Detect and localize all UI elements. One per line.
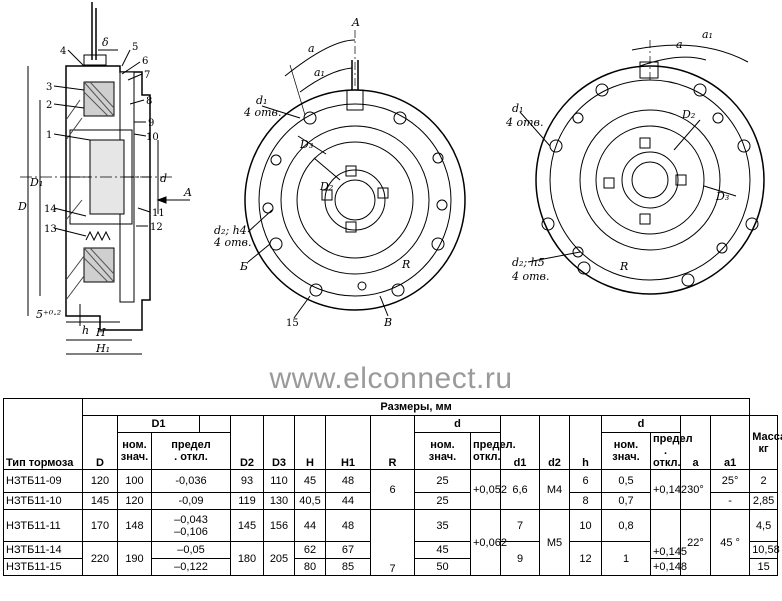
- view-a-B: Б: [239, 260, 248, 273]
- label-gap: 5⁺⁰·²: [36, 308, 61, 321]
- label-11: 11: [152, 208, 165, 219]
- label-12: 12: [150, 222, 163, 233]
- view-a-d1: d₁: [256, 94, 267, 107]
- view-b-d1-count: 4 отв.: [505, 116, 543, 129]
- header-d: d: [414, 415, 501, 433]
- label-D: D: [17, 200, 27, 213]
- view-a-d1-count: 4 отв.: [243, 106, 281, 119]
- view-b-D3: D₃: [715, 190, 729, 203]
- header-D3: D3: [263, 415, 295, 470]
- label-5: 5: [132, 42, 138, 53]
- header-type: Тип тормоза: [3, 398, 83, 470]
- view-b-d2-count: 4 отв.: [511, 270, 549, 283]
- label-3: 3: [46, 82, 52, 93]
- view-a: [244, 30, 466, 319]
- label-h: h: [82, 324, 89, 337]
- table-row: НЗТБ11-14 220 190 –0,05 180 205 62 67 45…: [3, 541, 780, 576]
- technical-drawing: 4 5 6 7 8 9 10 11 12 3 2 1 14 13 δ D D₁ …: [17, 2, 765, 355]
- label-8: 8: [146, 96, 152, 107]
- label-delta: δ: [102, 36, 109, 49]
- table-row: НЗТБ11-09 120 100 -0,036 93 110 45 48 6 …: [3, 469, 778, 510]
- view-b-D2: D₂: [681, 108, 695, 121]
- header-d1-nom: ном.знач.: [117, 432, 152, 470]
- header-d-nom: ном.знач.: [414, 432, 471, 470]
- section-labels: 4 5 6 7 8 9 10 11 12 3 2 1 14 13 δ D D₁ …: [17, 36, 192, 355]
- brake-dimensions-table: Тип тормоза Размеры, мм D D1 D2 D3 H H1 …: [3, 398, 782, 576]
- view-a-labels: A a a₁ d₁ 4 отв. D₃ D₂ d₂; h4 4 отв. Б R…: [213, 16, 410, 329]
- table-row: НЗТБ11-10 145 120 -0,09 119 130 40,5 44 …: [3, 492, 778, 510]
- header-dr-tol: предел. откл.: [650, 432, 693, 470]
- label-H1: H₁: [95, 342, 110, 355]
- header-dr-nom: ном.знач.: [601, 432, 651, 470]
- header-d-tol: предел.откл.: [470, 432, 516, 470]
- view-b-d2: d₂; h5: [512, 256, 545, 269]
- label-7: 7: [144, 70, 150, 81]
- view-a-a: a: [308, 42, 315, 55]
- label-D1: D₁: [29, 176, 43, 189]
- header-d-right: d: [601, 415, 681, 433]
- label-2: 2: [46, 100, 52, 111]
- header-h: h: [569, 415, 602, 470]
- view-a-V: В: [383, 316, 392, 329]
- header-a1: a1: [709, 415, 751, 470]
- header-d1-tol: предел. откл.: [151, 432, 231, 470]
- header-D2: D2: [230, 415, 264, 470]
- view-b: [519, 40, 765, 295]
- view-a-15: 15: [286, 318, 299, 329]
- header-D: D: [82, 415, 118, 470]
- label-10: 10: [146, 132, 159, 143]
- view-a-D3: D₃: [299, 138, 313, 151]
- header-sizes: Размеры, мм: [81, 398, 751, 416]
- header-H: H: [294, 415, 326, 470]
- header-d1: d1: [500, 415, 540, 470]
- view-b-R: R: [619, 260, 628, 273]
- view-b-a: a: [676, 38, 683, 51]
- view-b-a1: a₁: [702, 28, 713, 41]
- header-R: R: [370, 415, 415, 470]
- label-6: 6: [142, 56, 148, 67]
- label-d: d: [160, 172, 167, 185]
- label-1: 1: [46, 130, 52, 141]
- watermark: www.elconnect.ru: [269, 362, 513, 395]
- header-D1: D1: [117, 415, 200, 433]
- label-9: 9: [148, 118, 154, 129]
- view-a-D2: D₂: [319, 180, 333, 193]
- table-row: НЗТБ11-11 170 148 –0,043–0,106 145 156 4…: [3, 509, 778, 576]
- label-A: A: [183, 186, 192, 199]
- table-row: НЗТБ11-15 –0,122 80 85 50 +0,148 15: [3, 558, 778, 576]
- section-view: [20, 2, 190, 355]
- header-d2: d2: [539, 415, 570, 470]
- view-a-d2-count: 4 отв.: [213, 236, 251, 249]
- header-H1: H1: [325, 415, 371, 470]
- label-4: 4: [60, 46, 66, 57]
- label-14: 14: [44, 204, 57, 215]
- view-b-d1: d₁: [512, 102, 523, 115]
- header-mass: Масса,кг: [749, 415, 782, 470]
- label-13: 13: [44, 224, 57, 235]
- view-a-R: R: [401, 258, 410, 271]
- view-a-A: A: [351, 16, 360, 29]
- view-a-d2: d₂; h4: [214, 224, 247, 237]
- label-H: H: [95, 326, 106, 339]
- view-b-labels: a a₁ d₁ 4 отв. D₂ D₃ d₂; h5 4 отв. R: [505, 28, 729, 283]
- view-a-a1: a₁: [314, 66, 325, 79]
